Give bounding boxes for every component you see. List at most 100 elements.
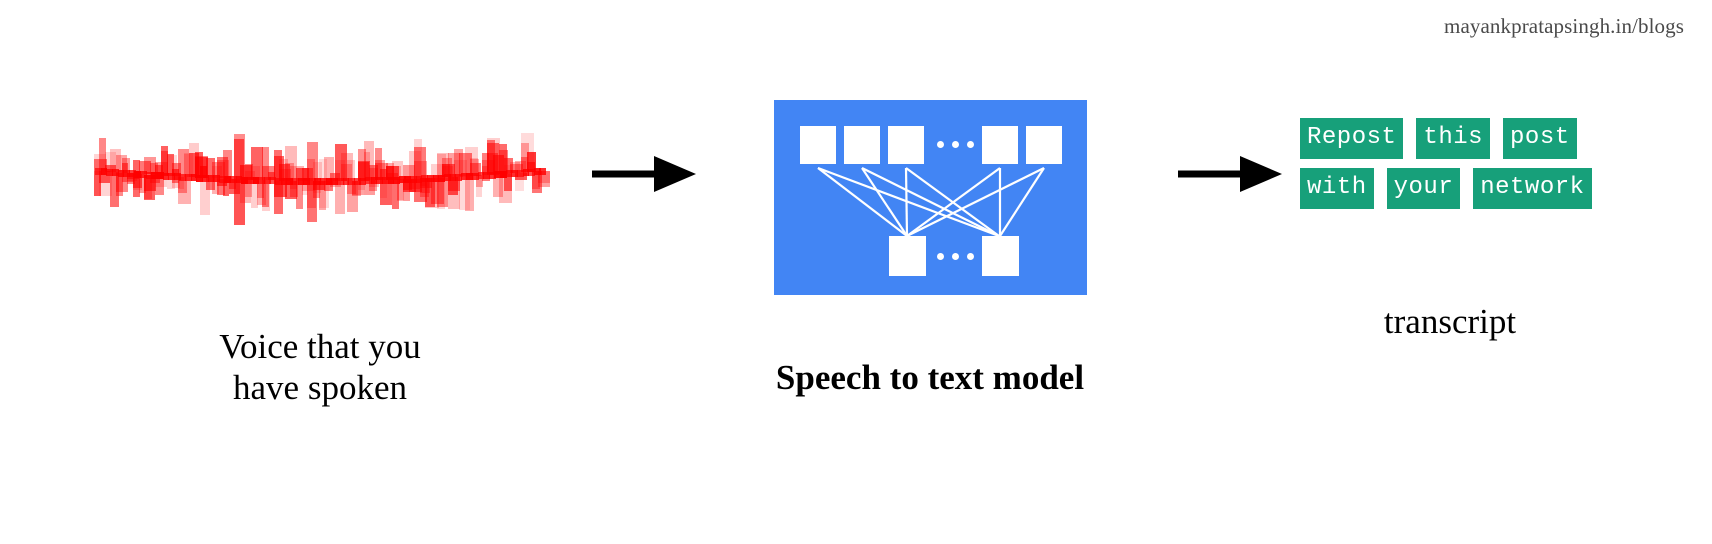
transcript-token-row: Repost this post xyxy=(1300,118,1577,159)
waveform-bar xyxy=(179,173,187,181)
waveform-bar xyxy=(494,171,502,179)
waveform-bar xyxy=(352,180,364,195)
input-node xyxy=(843,126,880,164)
waveform-bar xyxy=(431,177,445,204)
waveform-bar xyxy=(335,160,345,181)
waveform-bar xyxy=(177,176,187,194)
waveform-bar xyxy=(324,180,334,192)
waveform-bar xyxy=(252,176,260,184)
waveform-bar xyxy=(121,162,129,173)
waveform-bar xyxy=(211,166,222,179)
waveform-bar xyxy=(144,174,153,199)
waveform-bar xyxy=(522,169,530,177)
waveform-bar xyxy=(273,180,283,214)
waveform-bar xyxy=(398,176,406,184)
waveform-bar xyxy=(357,180,365,191)
waveform-bar xyxy=(262,180,270,208)
waveform-bar xyxy=(363,151,371,181)
waveform-bar xyxy=(307,180,317,223)
output-row-ellipsis xyxy=(936,253,974,260)
waveform-bar xyxy=(104,165,117,172)
transcript-token: network xyxy=(1473,168,1592,209)
waveform-bar xyxy=(262,180,271,211)
waveform-bar xyxy=(275,177,282,185)
waveform-bar xyxy=(442,164,451,178)
waveform-bar xyxy=(217,178,225,196)
output-node xyxy=(888,236,926,276)
waveform-bar xyxy=(509,162,520,173)
waveform-bar xyxy=(206,178,216,191)
waveform-bar xyxy=(166,153,175,176)
waveform-bar xyxy=(500,170,507,178)
waveform-bar xyxy=(269,177,277,185)
waveform-bar xyxy=(273,150,283,181)
input-node xyxy=(1025,126,1062,164)
waveform-bar xyxy=(329,172,341,181)
waveform-bar xyxy=(116,172,123,196)
waveform-bar xyxy=(239,179,251,203)
waveform-bar xyxy=(307,158,315,181)
waveform-bar xyxy=(532,171,540,189)
waveform-bar xyxy=(521,156,528,173)
waveform-bar xyxy=(262,166,275,181)
waveform-bar xyxy=(432,174,440,182)
waveform-bar xyxy=(488,171,496,179)
transcript-token: this xyxy=(1416,118,1491,159)
waveform-bar xyxy=(443,174,451,182)
waveform-bar xyxy=(290,180,297,189)
waveform-bar xyxy=(504,173,512,191)
waveform-bar xyxy=(155,165,163,176)
waveform-bar xyxy=(318,158,328,181)
waveform-bar xyxy=(116,172,129,192)
waveform-bar xyxy=(459,153,472,177)
waveform-bar xyxy=(239,164,253,180)
input-stage: Voice that you have spoken xyxy=(60,120,580,409)
waveform-bar xyxy=(386,172,399,180)
waveform-bar xyxy=(335,144,347,181)
waveform-bar xyxy=(325,177,333,185)
waveform-bar xyxy=(515,160,526,173)
waveform-bar xyxy=(228,179,236,189)
waveform-bar xyxy=(346,180,359,213)
waveform-bar xyxy=(189,153,200,178)
waveform-bar xyxy=(132,173,143,188)
input-node xyxy=(887,126,924,164)
waveform-bar xyxy=(336,177,344,185)
waveform-bar xyxy=(222,178,230,196)
waveform-bar xyxy=(442,166,453,178)
waveform-bar xyxy=(307,141,318,181)
waveform-bar xyxy=(447,152,461,177)
waveform-bar xyxy=(470,162,482,176)
waveform-bar xyxy=(426,175,434,183)
waveform-bar xyxy=(414,160,428,179)
transcript-token: Repost xyxy=(1300,118,1404,159)
waveform-bar xyxy=(386,162,394,180)
transcript-token: post xyxy=(1503,118,1577,159)
waveform-bar xyxy=(301,180,309,196)
waveform-bar xyxy=(504,158,514,174)
waveform-bar xyxy=(365,177,372,185)
waveform-bar xyxy=(331,177,338,185)
waveform-bar xyxy=(110,149,121,173)
waveform-bar xyxy=(312,161,323,181)
waveform-bar xyxy=(436,177,445,210)
waveform-bar xyxy=(314,177,322,185)
waveform-bar xyxy=(222,149,233,179)
waveform-bar xyxy=(173,173,181,181)
waveform-bar xyxy=(200,177,210,215)
waveform-bar xyxy=(93,158,107,171)
waveform-bar xyxy=(341,163,353,181)
waveform-bar xyxy=(483,171,490,179)
waveform-bar xyxy=(318,180,329,209)
waveform-bar xyxy=(509,163,523,173)
waveform-bar xyxy=(100,168,108,176)
waveform-bar xyxy=(263,177,271,185)
waveform-bar xyxy=(155,175,164,195)
waveform-bar xyxy=(93,171,102,197)
waveform-bar xyxy=(291,177,299,185)
waveform-bar xyxy=(134,170,142,178)
waveform-bar xyxy=(284,162,294,181)
waveform-bar xyxy=(177,148,190,177)
waveform-bar xyxy=(284,146,297,181)
